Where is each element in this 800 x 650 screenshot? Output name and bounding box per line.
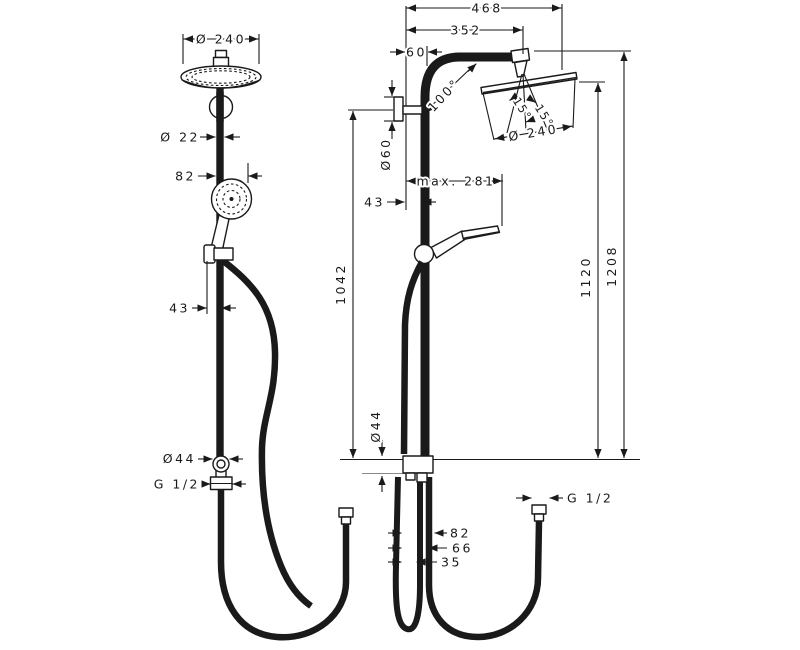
dim-label-hose-c: 35 [441,555,462,570]
front-hose-connector [338,507,354,518]
dim-label-handshower-reach: max. 281 [416,174,495,189]
side-slider-knuckle [413,243,435,265]
dim-label-side-thread: G 1/2 [567,491,613,506]
front-view-dimensions: Ø 240 Ø 22 82 43 Ø44 G 1/2 [152,30,262,494]
side-ball-joint [513,59,528,78]
dim-label-overall-depth: 468 [471,1,502,16]
dim-label-head-height: 1120 [578,256,593,298]
side-handshower-head [460,225,501,241]
dim-label-hose-a: 82 [450,526,471,541]
front-wall-fitting [212,455,230,473]
dim-label-overall-height: 1208 [604,245,619,287]
dim-label-hose-b: 66 [452,541,473,556]
dim-label-front-pipe-diameter: Ø 22 [160,130,200,145]
side-handshower-handle [430,230,467,259]
front-head-nipple [214,49,228,59]
front-overhead-shower [180,65,262,89]
side-view-figure [340,6,640,641]
side-wall-plate [393,96,404,122]
side-valve-block [402,455,434,474]
dim-label-arm-depth: 352 [450,23,481,38]
dim-label-side-head-diameter: Ø 240 [507,121,559,144]
dim-label-front-handshower-width: 82 [175,169,196,184]
side-head-elbow [510,47,531,64]
dim-label-wall-offset: 60 [406,45,427,60]
dim-label-front-fitting-diameter: Ø44 [163,451,196,466]
dim-label-front-thread: G 1/2 [154,477,200,492]
dim-label-front-head-diameter: Ø 240 [196,32,246,47]
dim-label-escutcheon-diameter: Ø60 [378,137,393,170]
side-hose-connector [531,504,547,515]
dim-label-front-slider-offset: 43 [169,301,190,316]
dim-label-bar-wall-offset: 43 [364,195,385,210]
side-hairpin-hose [392,476,423,633]
side-view-dimensions: 468 352 60 100° 15° 15° Ø 240 Ø60 [331,0,631,572]
front-view-figure [180,49,354,641]
dim-label-connector-diameter: Ø44 [368,409,383,442]
dim-label-bar-length: 1042 [333,263,348,305]
